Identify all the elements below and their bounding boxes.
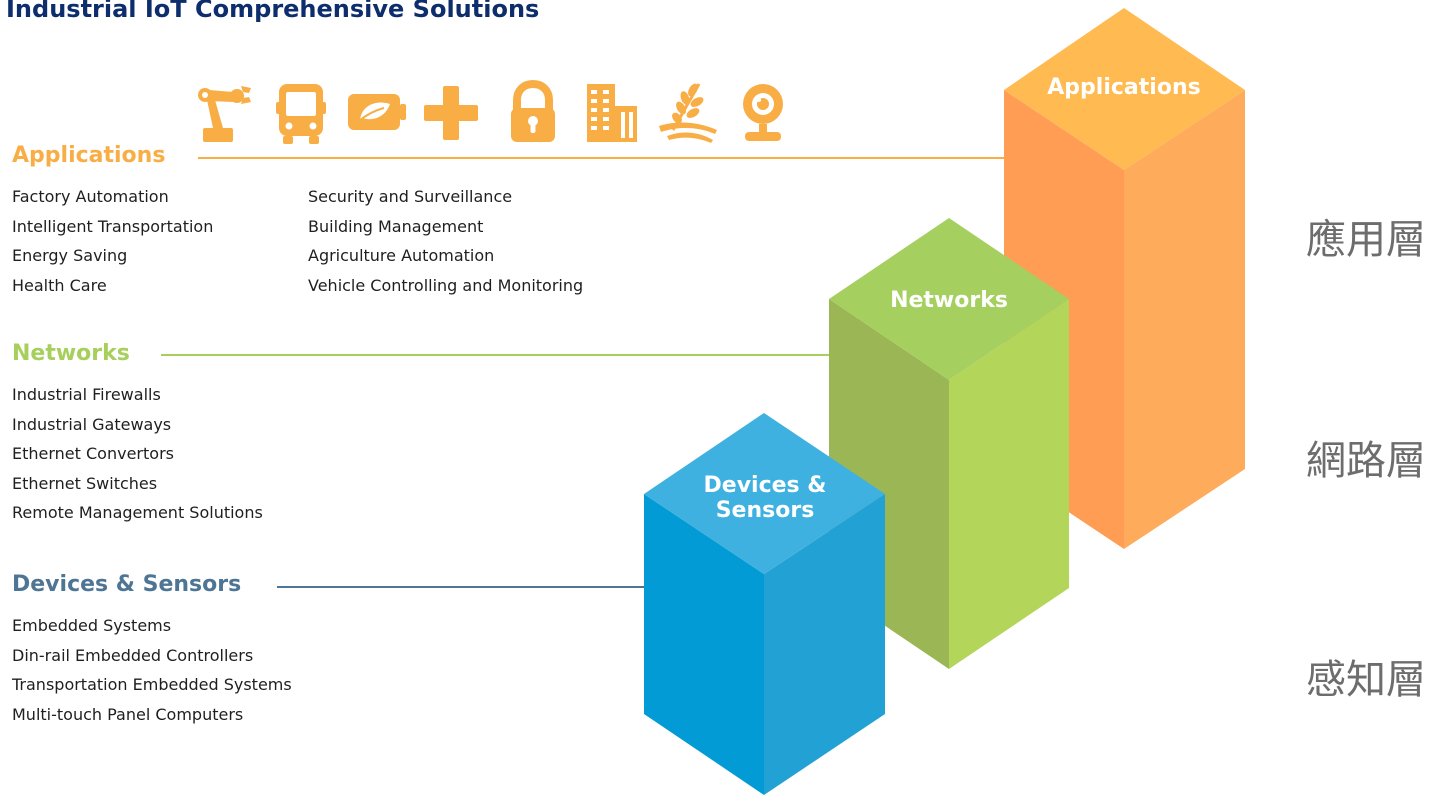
networks-heading: Networks <box>12 341 130 366</box>
list-item: Industrial Firewalls <box>12 385 161 404</box>
list-item: Din-rail Embedded Controllers <box>12 645 254 665</box>
lock-icon <box>511 80 555 142</box>
application-layer-label: 應用層 <box>1306 217 1426 263</box>
list-item: Industrial Gateways <box>12 414 172 434</box>
networks-list: Industrial Firewalls Industrial Gateways… <box>12 380 263 528</box>
devices-cube-label: Devices & Sensors <box>665 473 865 523</box>
devices-cube-left-face <box>644 494 764 795</box>
list-item: Building Management <box>308 216 484 236</box>
list-item: Security and Surveillance <box>308 187 513 206</box>
list-item: Remote Management Solutions <box>12 503 263 523</box>
robot-arm-icon <box>198 86 251 142</box>
list-item: Energy Saving <box>12 246 128 266</box>
devices-cube-label-line2: Sensors <box>715 498 815 523</box>
list-item: Transportation Embedded Systems <box>12 675 292 695</box>
medical-cross-icon <box>424 86 478 140</box>
applications-heading: Applications <box>12 143 166 168</box>
list-item: Vehicle Controlling and Monitoring <box>308 275 584 295</box>
list-item: Health Care <box>12 275 107 295</box>
list-item: Multi-touch Panel Computers <box>12 704 244 724</box>
list-item: Ethernet Convertors <box>12 444 174 464</box>
list-item: Intelligent Transportation <box>12 216 214 236</box>
list-item: Agriculture Automation <box>308 246 495 266</box>
devices-list: Embedded Systems Din-rail Embedded Contr… <box>12 611 292 729</box>
applications-cube-right-face <box>1124 90 1245 549</box>
applications-cube-label: Applications <box>1047 75 1201 100</box>
networks-cube-top-face <box>829 218 1069 380</box>
network-layer-label: 網路層 <box>1306 438 1426 484</box>
devices-cube-top-face <box>644 413 885 574</box>
building-icon <box>587 84 637 142</box>
list-item: Embedded Systems <box>12 616 172 635</box>
application-icons-row <box>193 80 793 146</box>
applications-list-left: Factory Automation Intelligent Transport… <box>12 182 213 300</box>
applications-list-right: Security and Surveillance Building Manag… <box>308 182 583 300</box>
bus-icon <box>276 84 326 144</box>
diagram-title: Industrial IoT Comprehensive Solutions <box>6 0 540 23</box>
webcam-icon <box>743 84 783 141</box>
perception-layer-label: 感知層 <box>1306 657 1426 703</box>
devices-cube-label-line1: Devices & <box>703 473 827 498</box>
devices-cube-right-face <box>764 494 885 795</box>
devices-heading: Devices & Sensors <box>12 572 242 597</box>
eco-battery-icon <box>348 94 406 130</box>
networks-cube-label: Networks <box>890 288 1008 313</box>
wheat-icon <box>659 83 717 143</box>
list-item: Factory Automation <box>12 187 169 206</box>
networks-cube-right-face <box>949 299 1069 669</box>
applications-cube-top-face <box>1004 8 1245 170</box>
devices-cube <box>644 413 885 795</box>
list-item: Ethernet Switches <box>12 473 158 493</box>
